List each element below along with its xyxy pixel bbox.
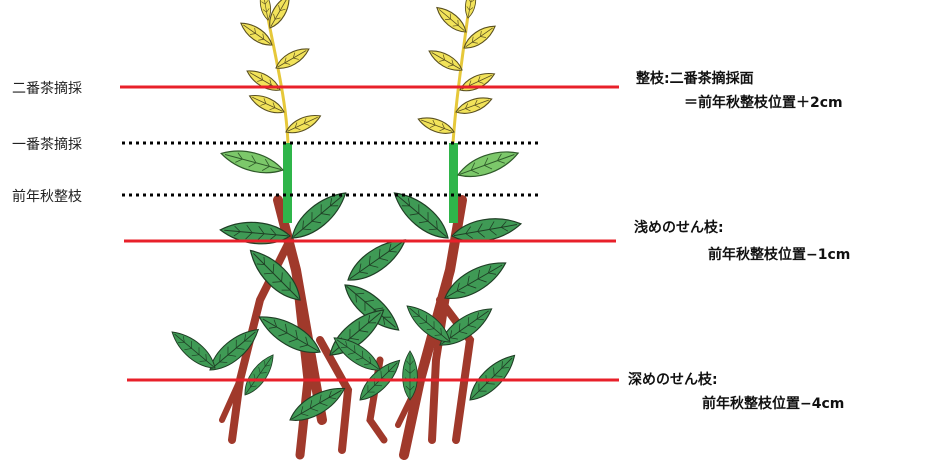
label-seishi-line2: ＝前年秋整枝位置＋2cm xyxy=(684,92,843,112)
new-leaves-left xyxy=(237,0,323,137)
label-autumn-pruning: 前年秋整枝 xyxy=(12,186,82,206)
label-niban-plucking: 二番茶摘採 xyxy=(12,78,82,98)
light-leaves xyxy=(219,145,521,184)
label-deep-line1: 深めのせん枝: xyxy=(628,369,718,389)
label-deep-line2: 前年秋整枝位置−4cm xyxy=(702,393,844,413)
label-seishi-line1: 整枝:二番茶摘採面 xyxy=(636,68,754,88)
new-leaves-right xyxy=(416,0,498,138)
label-shallow-line2: 前年秋整枝位置−1cm xyxy=(708,244,850,264)
shoot-stems xyxy=(268,15,468,223)
label-shallow-line1: 浅めのせん枝: xyxy=(634,217,724,237)
label-ichiban-plucking: 一番茶摘採 xyxy=(12,134,82,154)
